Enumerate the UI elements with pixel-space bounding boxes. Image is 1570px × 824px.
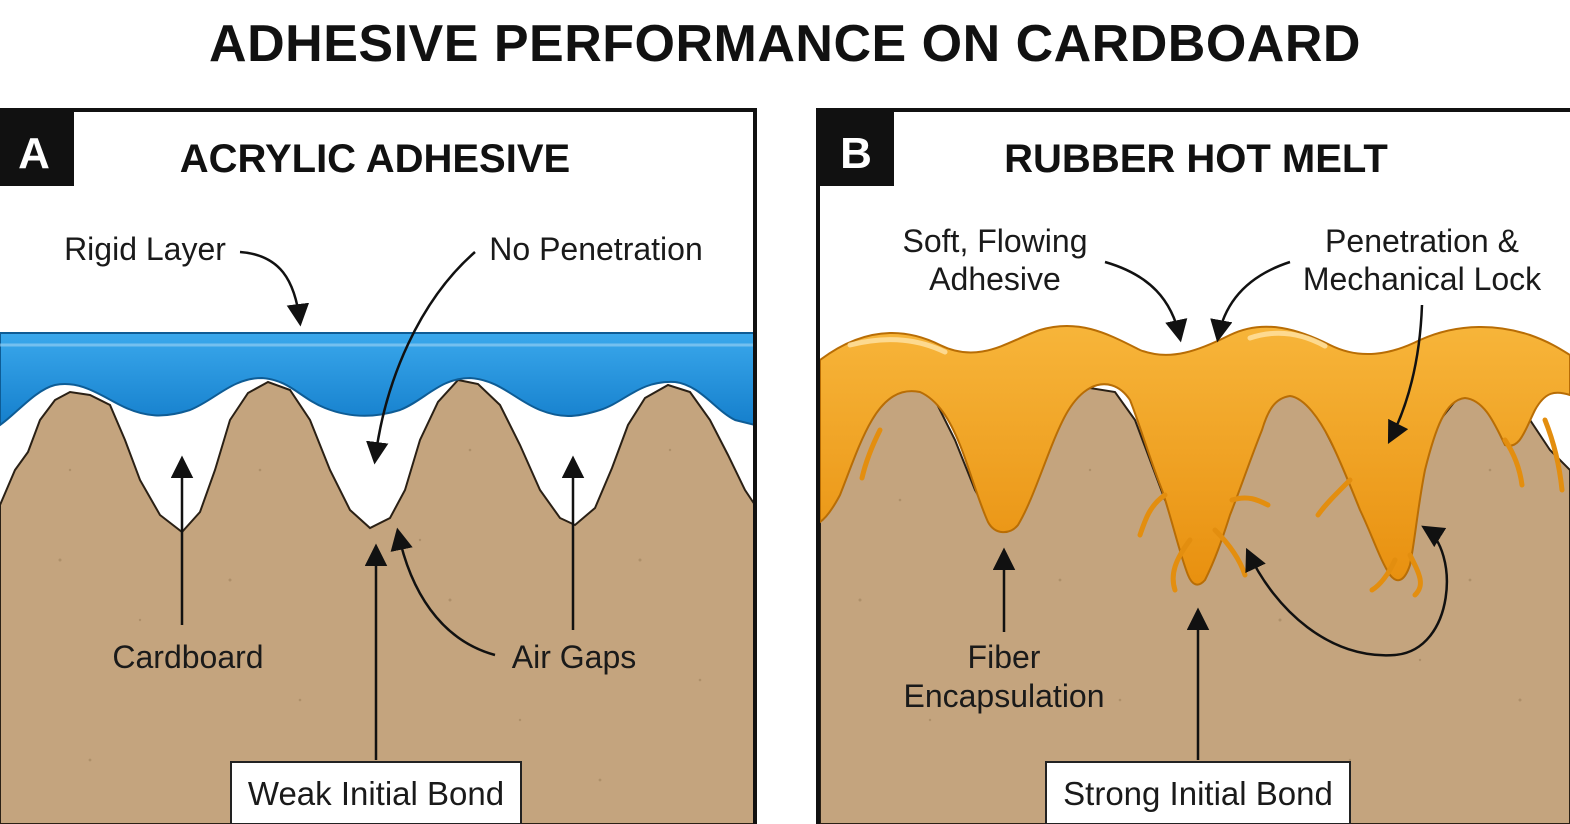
cardboard-a: [0, 378, 755, 824]
label-penetration-2: Mechanical Lock: [1303, 261, 1542, 297]
badge-a-letter: A: [18, 129, 50, 178]
panel-a-title: ACRYLIC ADHESIVE: [180, 137, 570, 181]
label-cardboard: Cardboard: [112, 639, 263, 675]
arrow-penetration-1: [1210, 260, 1291, 343]
label-fiber-1: Fiber: [968, 639, 1041, 675]
label-penetration-1: Penetration &: [1325, 223, 1519, 259]
arrow-air-gaps-2: [390, 527, 496, 657]
badge-a: [0, 110, 74, 186]
main-title: ADHESIVE PERFORMANCE ON CARDBOARD: [209, 15, 1361, 73]
label-no-penetration: No Penetration: [489, 231, 702, 267]
label-soft-flowing-1: Soft, Flowing: [903, 223, 1088, 259]
arrow-rigid-layer: [239, 250, 310, 327]
panel-b: [820, 110, 1570, 824]
hot-melt-shape: [820, 325, 1570, 586]
label-weak-bond: Weak Initial Bond: [248, 775, 504, 812]
arrow-soft-flowing: [1104, 260, 1188, 343]
rigid-layer-shape: [0, 332, 755, 427]
arrow-mechanical-lock-loop: [1245, 525, 1449, 657]
panel-a-frame: [0, 108, 757, 824]
weak-bond-box: [230, 761, 522, 824]
label-strong-bond: Strong Initial Bond: [1063, 775, 1333, 812]
label-fiber-2: Encapsulation: [903, 678, 1104, 714]
panel-b-frame: [816, 108, 1570, 824]
strong-bond-box: [1045, 761, 1351, 824]
badge-b: [818, 110, 894, 186]
arrow-penetration-2: [1387, 304, 1424, 445]
panel-b-title: RUBBER HOT MELT: [1004, 137, 1388, 181]
label-rigid-layer: Rigid Layer: [64, 231, 226, 267]
panel-a: [0, 110, 755, 824]
badge-b-letter: B: [840, 129, 872, 178]
arrow-no-penetration: [366, 251, 476, 465]
label-soft-flowing-2: Adhesive: [929, 261, 1061, 297]
label-air-gaps: Air Gaps: [512, 639, 636, 675]
